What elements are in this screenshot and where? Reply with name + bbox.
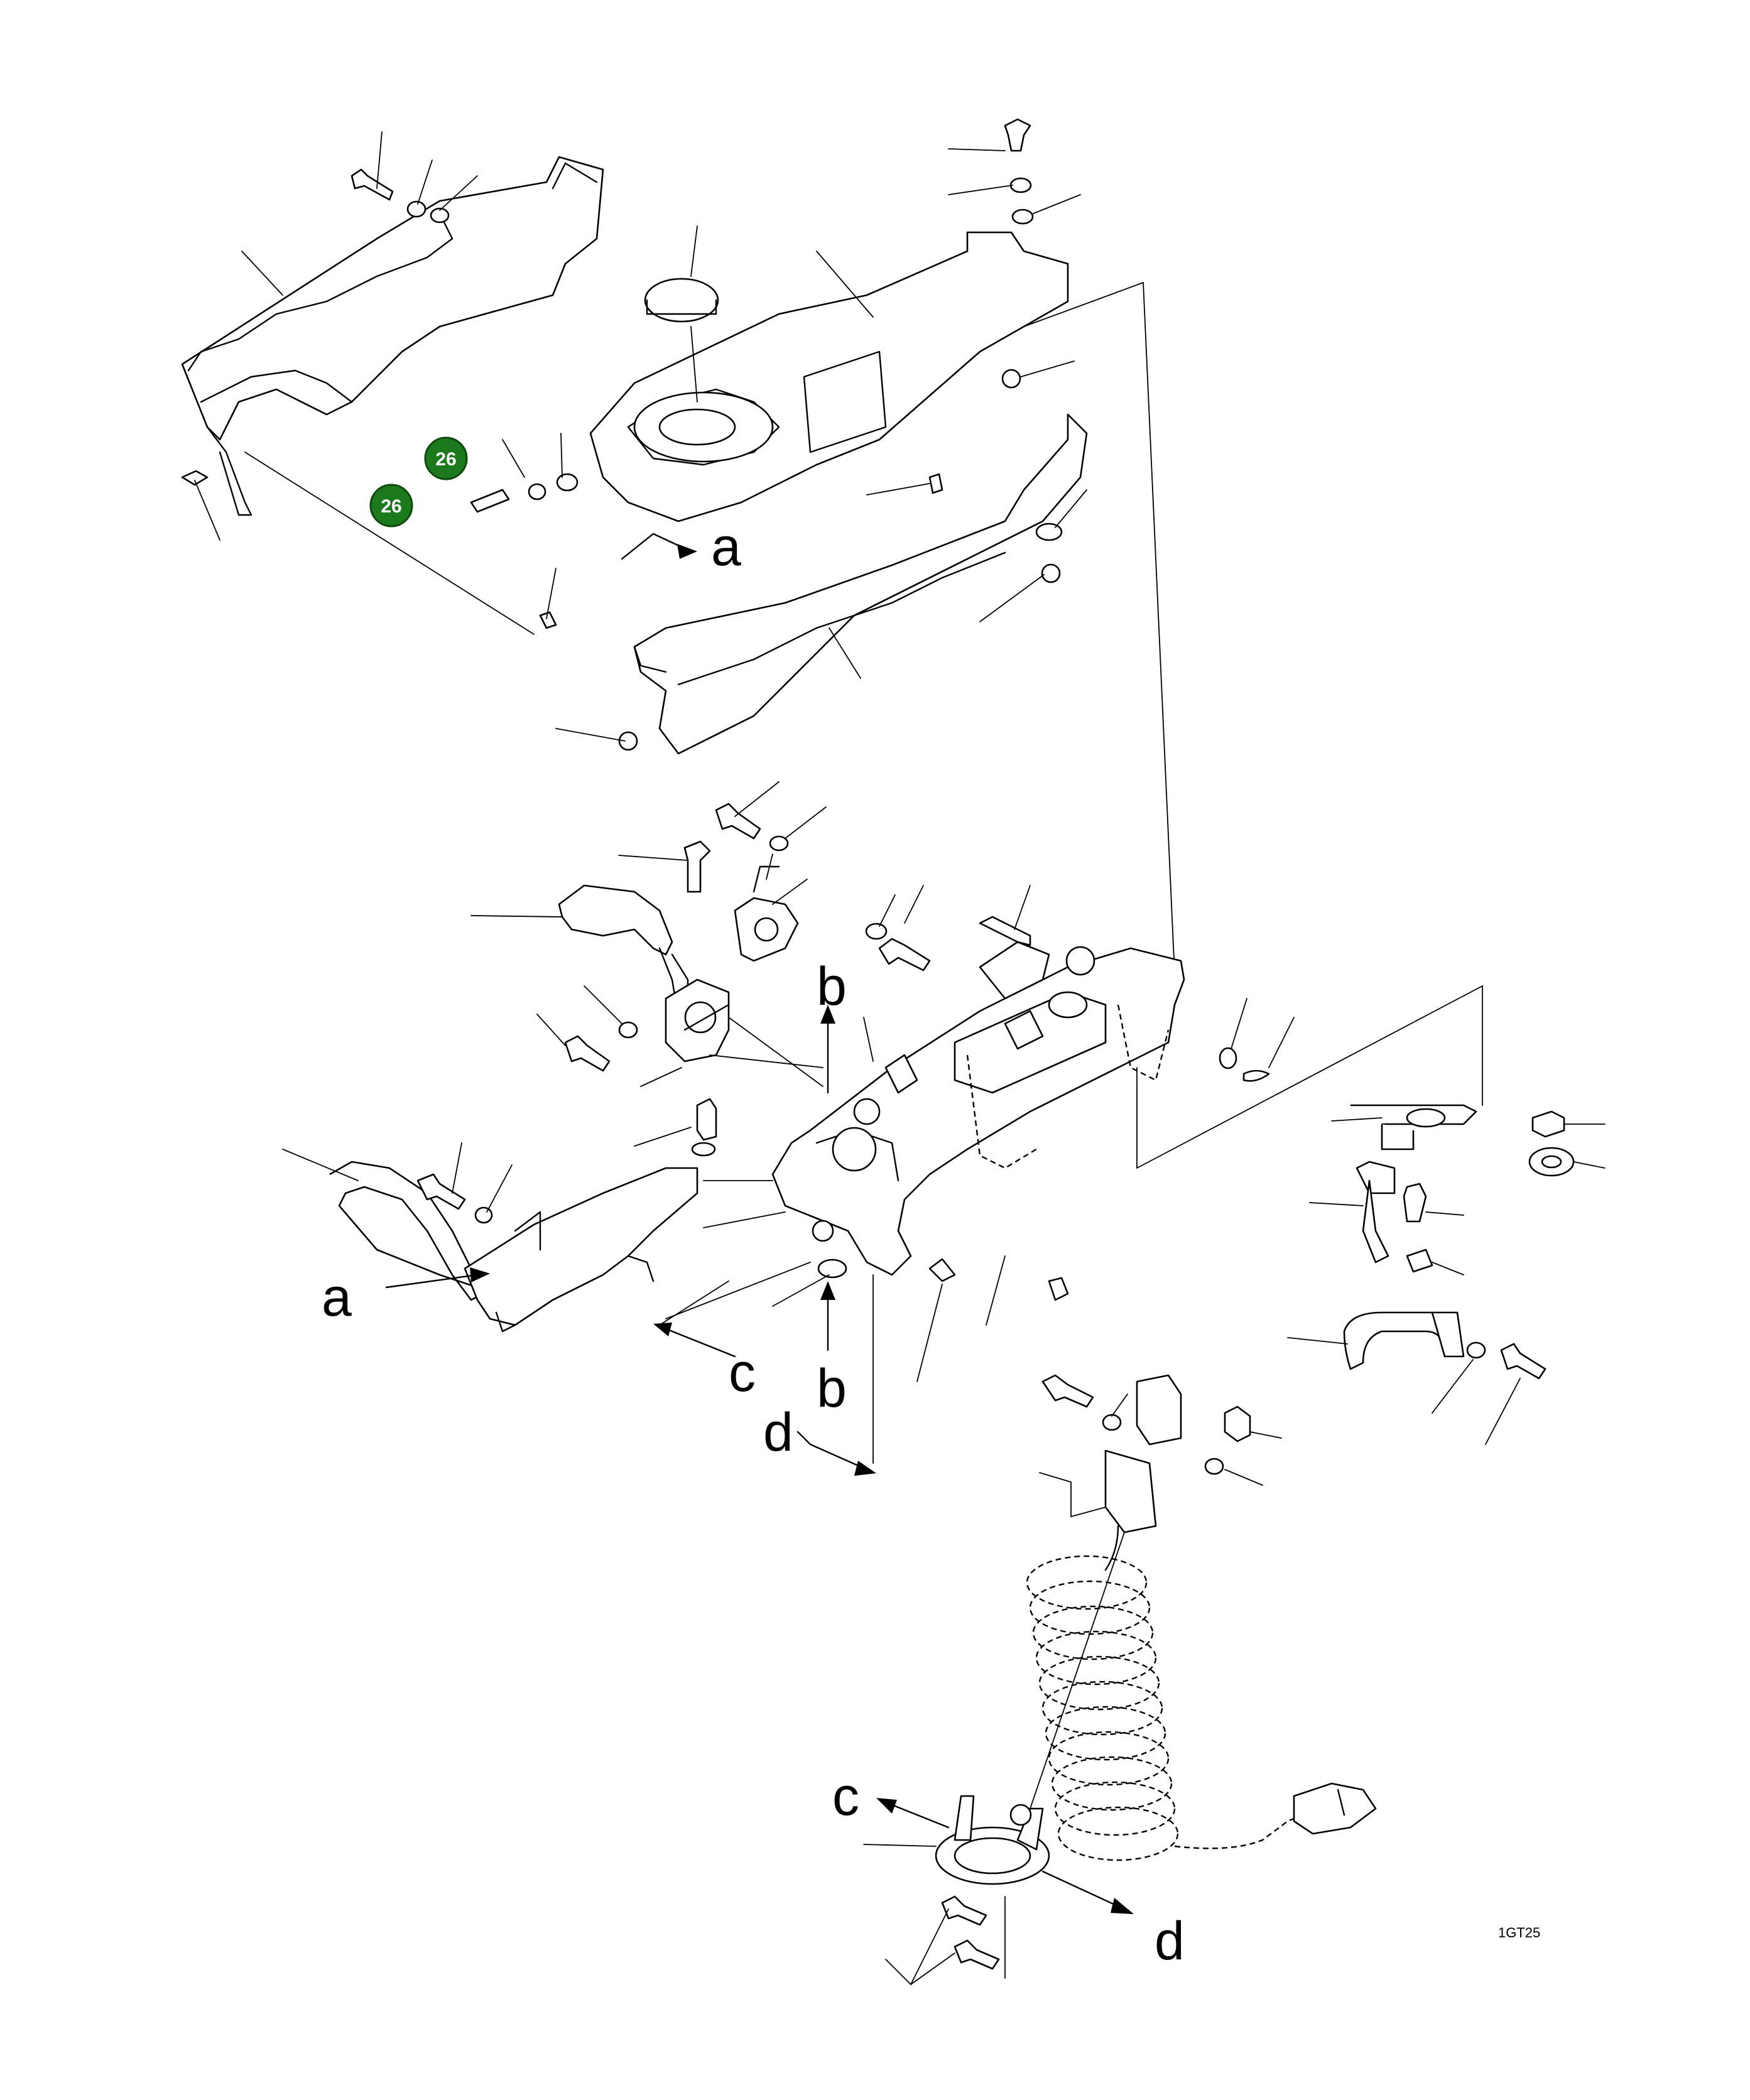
view-letter-a-left: a [322,1267,352,1328]
view-letter-b-mid: b [817,1358,847,1419]
callout-badge-circle[interactable] [369,484,413,528]
callout-badge-label: 26 [381,496,401,517]
callout-badge-label: 26 [435,449,456,470]
coiled-cable [1026,1555,1377,1861]
cable-clamp-ring [863,1532,1125,1985]
view-letter-labels: a b a c b d c d [322,517,1185,1971]
view-letter-b-top: b [817,956,847,1017]
view-arrows-bottom [876,1798,1134,1914]
view-letter-d-mid: d [763,1402,793,1463]
view-arrow-a-top [621,533,697,560]
right-bracket-assembly [1287,1104,1606,1445]
wiring-harness-group [1039,1374,1282,1571]
view-letter-d-bottom: d [1155,1911,1185,1971]
callout-badge-circle[interactable] [424,436,468,480]
view-arrows-middle [385,1005,876,1476]
leader-lines-middle [282,781,1483,1464]
lever-bracket-assembly [665,865,799,1063]
view-letter-a-top: a [711,517,741,577]
drawing-code: 1GT25 [1498,1925,1540,1940]
view-letter-c-mid: c [729,1343,756,1403]
lower-cover-panel [633,413,1088,755]
console-frame [771,941,1185,1276]
upper-left-cover-panel [181,156,604,516]
callout-badge-26-upper[interactable]: 26 [424,436,468,480]
left-hand-rail [329,1161,698,1333]
fasteners-top [181,118,1063,751]
callout-badge-26-lower[interactable]: 26 [369,484,413,528]
leader-lines-upper [194,131,1175,974]
fasteners-middle [416,803,1270,1301]
upper-main-cover [589,231,1069,522]
view-letter-c-bottom: c [832,1767,859,1827]
